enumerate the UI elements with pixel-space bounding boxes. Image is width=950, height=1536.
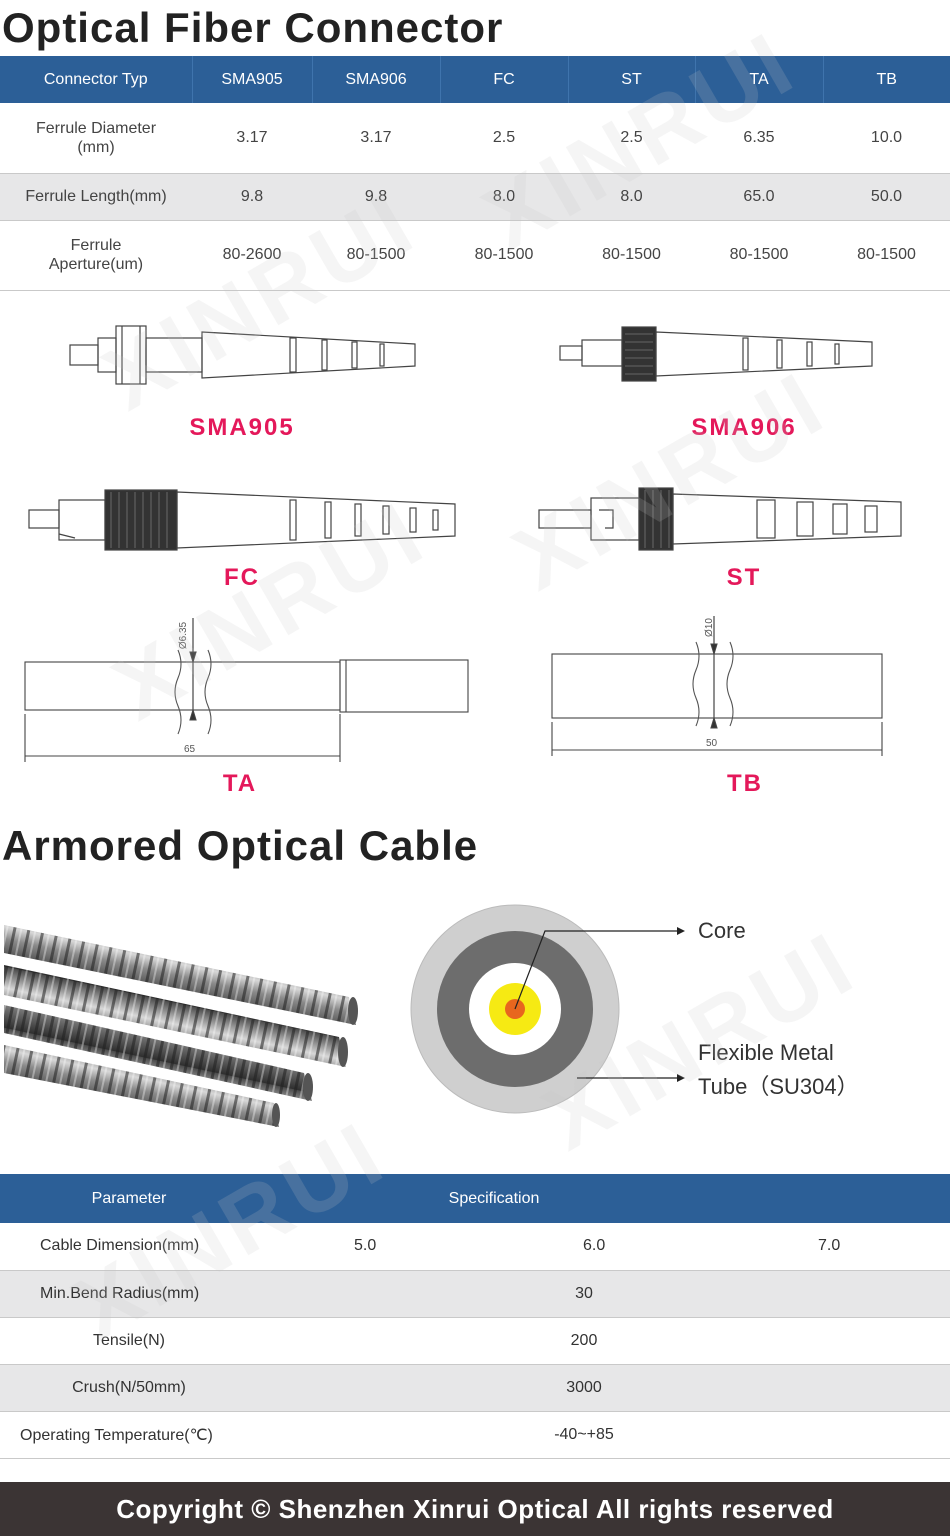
table-cell: 6.35 <box>695 103 823 174</box>
header-cell: Specification <box>258 1174 950 1223</box>
table-cell: 10.0 <box>823 103 950 174</box>
tube-callout-line: Tube（SU304） <box>698 1074 859 1099</box>
header-cell: TA <box>695 56 824 103</box>
param-cell: Cable Dimension(mm) <box>0 1223 258 1271</box>
tb-length-text: 50 <box>706 738 718 749</box>
header-cell: FC <box>440 56 569 103</box>
fc-drawing <box>28 489 456 551</box>
sma905-label: SMA905 <box>189 414 295 441</box>
table-cell: 2.5 <box>440 103 568 174</box>
cable-cross-section-diagram <box>410 904 685 1114</box>
ta-drawing <box>24 618 469 762</box>
tb-diameter-text: Ø10 <box>703 618 715 637</box>
table-cell: 65.0 <box>695 173 823 221</box>
row-label: Ferrule Length(mm) <box>0 173 192 221</box>
table-row: Min.Bend Radius(mm) 30 <box>0 1270 950 1318</box>
tb-label: TB <box>727 770 763 797</box>
table-cell: 80-1500 <box>568 220 695 291</box>
row-label: Ferrule Diameter(mm) <box>0 103 192 174</box>
table-header-row: Parameter Specification <box>0 1174 950 1223</box>
table-cell: 7.0 <box>714 1223 950 1271</box>
tube-callout-line: Flexible Metal <box>698 1040 834 1065</box>
table-row: Ferrule Diameter(mm) 3.17 3.17 2.5 2.5 6… <box>0 103 950 174</box>
ta-label: TA <box>222 770 258 797</box>
table-cell: 50.0 <box>823 173 950 221</box>
sma906-label: SMA906 <box>691 414 797 441</box>
cable-section-title: Armored Optical Cable <box>2 822 479 869</box>
table-row: Cable Dimension(mm) 5.0 6.0 7.0 <box>0 1223 950 1271</box>
copyright-footer: Copyright © Shenzhen Xinrui Optical All … <box>0 1482 950 1536</box>
header-cell: SMA906 <box>312 56 441 103</box>
table-cell: 9.8 <box>312 173 440 221</box>
core-callout: Core <box>698 918 746 943</box>
header-cell: TB <box>823 56 950 103</box>
ta-length-text: 65 <box>184 744 196 755</box>
sma905-drawing <box>69 325 416 385</box>
table-cell: 8.0 <box>440 173 568 221</box>
header-cell: Parameter <box>0 1174 258 1223</box>
armored-cable-photo <box>4 925 358 1127</box>
table-cell: 2.5 <box>568 103 695 174</box>
table-row: Tensile(N) 200 <box>0 1317 950 1365</box>
cable-spec-table: Parameter Specification Cable Dimension(… <box>0 1174 950 1459</box>
table-cell: 80-1500 <box>312 220 440 291</box>
row-label-line: Ferrule <box>70 237 122 254</box>
header-cell: ST <box>568 56 696 103</box>
table-cell: 80-1500 <box>695 220 823 291</box>
table-row: Crush(N/50mm) 3000 <box>0 1364 950 1412</box>
st-label: ST <box>726 564 762 591</box>
table-cell: 3000 <box>258 1364 950 1412</box>
table-header-row: Connector Typ SMA905 SMA906 FC ST TA TB <box>0 56 950 103</box>
row-label-line: (mm) <box>77 138 115 156</box>
table-cell: 200 <box>258 1317 950 1365</box>
table-cell: -40~+85 <box>258 1411 950 1459</box>
table-cell: 9.8 <box>192 173 312 221</box>
param-cell: Tensile(N) <box>0 1317 258 1365</box>
table-row: Operating Temperature(℃) -40~+85 <box>0 1411 950 1459</box>
param-cell: Min.Bend Radius(mm) <box>0 1270 258 1318</box>
sma906-drawing <box>559 326 873 382</box>
table-cell: 3.17 <box>192 103 312 174</box>
header-cell: Connector Typ <box>0 56 193 103</box>
row-label-line: Ferrule Diameter <box>35 119 157 137</box>
table-cell: 80-1500 <box>440 220 568 291</box>
connector-section-title: Optical Fiber Connector <box>2 4 504 51</box>
connector-spec-table: Connector Typ SMA905 SMA906 FC ST TA TB … <box>0 56 950 291</box>
param-cell: Crush(N/50mm) <box>0 1364 258 1412</box>
tube-callout: Flexible Metal Tube（SU304） <box>698 1036 859 1104</box>
table-cell: 80-1500 <box>823 220 950 291</box>
table-cell: 8.0 <box>568 173 695 221</box>
header-cell: SMA905 <box>192 56 313 103</box>
table-cell: 3.17 <box>312 103 440 174</box>
table-cell: 80-2600 <box>192 220 312 291</box>
fc-label: FC <box>224 564 260 591</box>
table-cell: 5.0 <box>258 1223 478 1271</box>
tb-drawing <box>551 616 883 756</box>
row-label-line: Aperture(um) <box>48 256 144 273</box>
ta-diameter-text: Ø6.35 <box>178 621 190 650</box>
table-cell: 30 <box>258 1270 950 1318</box>
param-cell: Operating Temperature(℃) <box>0 1411 258 1459</box>
table-cell: 6.0 <box>478 1223 714 1271</box>
table-row: Ferrule Length(mm) 9.8 9.8 8.0 8.0 65.0 … <box>0 173 950 221</box>
st-drawing <box>538 487 902 551</box>
